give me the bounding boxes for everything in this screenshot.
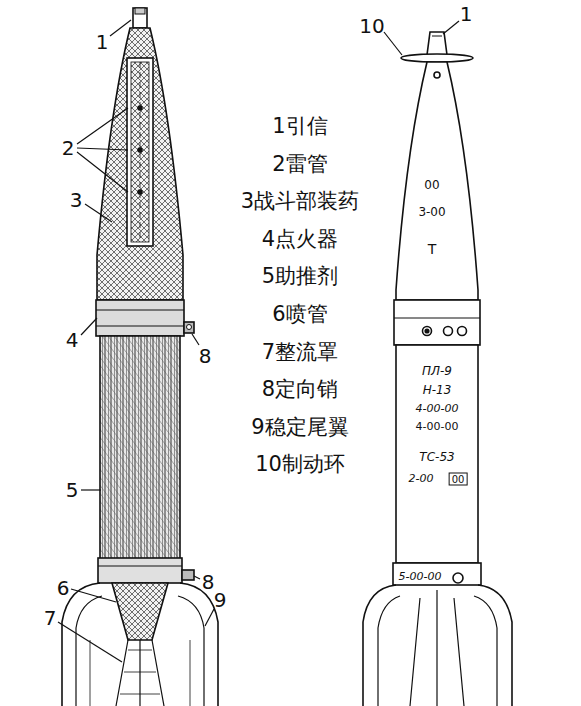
callout-number: 10	[359, 15, 384, 37]
callout-number: 8	[202, 571, 215, 593]
exterior-grenade	[363, 32, 512, 706]
marking-text: 5-00-00	[399, 571, 442, 583]
marking-text: 4-00-00	[416, 421, 459, 433]
legend-entry: 9稳定尾翼	[251, 416, 348, 439]
marking-text: 2-00	[409, 473, 434, 485]
callout-number: 9	[214, 589, 227, 611]
callout-number: 3	[70, 189, 83, 211]
legend-entry: 4点火器	[262, 228, 338, 251]
marking-text: T	[428, 242, 437, 257]
callout-number: 6	[57, 577, 70, 599]
legend-entry: 8定向销	[262, 379, 338, 402]
legend-entry: 5助推剂	[262, 266, 338, 289]
callout-number: 7	[44, 607, 57, 629]
marking-text: ПЛ-9	[422, 365, 452, 378]
callout-number: 4	[66, 329, 79, 351]
callout-number: 1	[96, 31, 109, 53]
legend-entry: 1引信	[272, 115, 327, 138]
legend-entry: 3战斗部装药	[241, 191, 359, 214]
callout-number: 1	[460, 3, 473, 25]
legend-entry: 7整流罩	[262, 341, 338, 364]
sectioned-grenade	[62, 8, 218, 706]
legend-entry: 2雷管	[272, 153, 327, 176]
callout-number: 2	[62, 137, 75, 159]
leader-lines	[58, 20, 459, 662]
callout-number: 5	[66, 479, 79, 501]
marking-text: 00	[424, 179, 439, 192]
marking-text: 3-00	[418, 206, 445, 219]
marking-text: Н-13	[423, 384, 452, 397]
marking-text: ТС-53	[419, 451, 454, 464]
marking-text: 4-00-00	[416, 403, 459, 415]
callout-number: 8	[199, 345, 212, 367]
legend-entry: 10制动环	[255, 454, 345, 477]
legend-entry: 6喷管	[272, 303, 327, 326]
marking-text: 00	[449, 473, 468, 486]
